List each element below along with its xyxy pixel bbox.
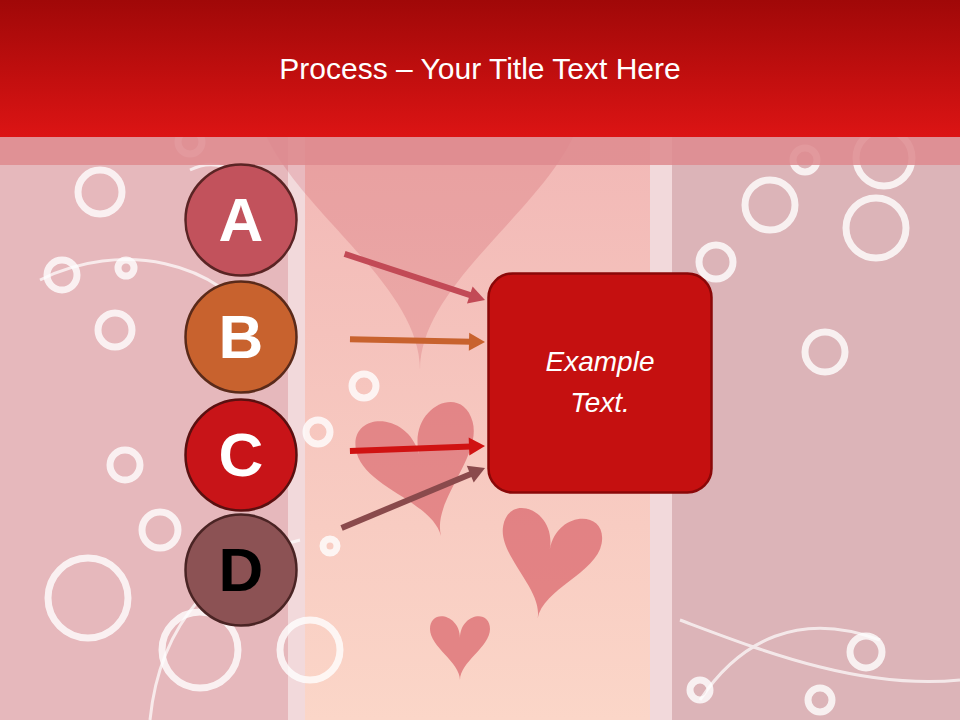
box-text: Example Text.	[525, 342, 675, 423]
arrow-line	[342, 473, 473, 528]
ring	[808, 688, 832, 712]
ring	[118, 260, 134, 276]
arrow-head	[467, 286, 485, 303]
arrow-head	[469, 438, 485, 456]
box-shape	[489, 274, 712, 493]
process-box: Example Text.	[487, 272, 713, 494]
ring	[280, 620, 340, 680]
ring	[745, 180, 795, 230]
ring	[78, 170, 122, 214]
ring	[850, 636, 882, 668]
arrow-connector	[350, 438, 485, 456]
arrow-line	[350, 339, 471, 341]
ring	[699, 245, 733, 279]
ring	[48, 558, 128, 638]
heart	[430, 616, 490, 680]
ring	[142, 512, 178, 548]
heart	[350, 397, 499, 551]
ring	[47, 260, 77, 290]
arrow-connector	[342, 466, 485, 528]
ring	[690, 680, 710, 700]
right-panel	[672, 137, 960, 720]
step-letter: C	[219, 424, 264, 486]
ring	[323, 539, 337, 553]
node-outline	[487, 272, 713, 494]
ring	[352, 374, 376, 398]
ring	[110, 450, 140, 480]
arrow-connector	[350, 333, 485, 351]
arrow-connector	[345, 254, 485, 304]
header-bar	[0, 0, 960, 137]
letter-circle: C	[184, 398, 298, 512]
letter-circle: B	[184, 280, 298, 394]
arrow-head	[467, 466, 485, 483]
title: Process – Your Title Text Here	[20, 52, 940, 86]
ring	[846, 198, 906, 258]
step-letter: D	[219, 539, 264, 601]
circle-shape	[186, 165, 297, 276]
letter-circle: A	[184, 163, 298, 277]
ring	[805, 332, 845, 372]
heart	[488, 505, 605, 627]
circle-shape	[186, 282, 297, 393]
letter-circle: D	[184, 513, 298, 627]
step-letter: B	[219, 306, 264, 368]
header-strip	[0, 137, 960, 165]
step-letter: A	[219, 189, 264, 251]
arrow-head	[469, 333, 485, 351]
arrow-line	[345, 254, 472, 296]
arrow-line	[350, 447, 471, 451]
circle-shape	[186, 400, 297, 511]
circle-shape	[186, 515, 297, 626]
ring	[98, 313, 132, 347]
ring	[306, 420, 330, 444]
